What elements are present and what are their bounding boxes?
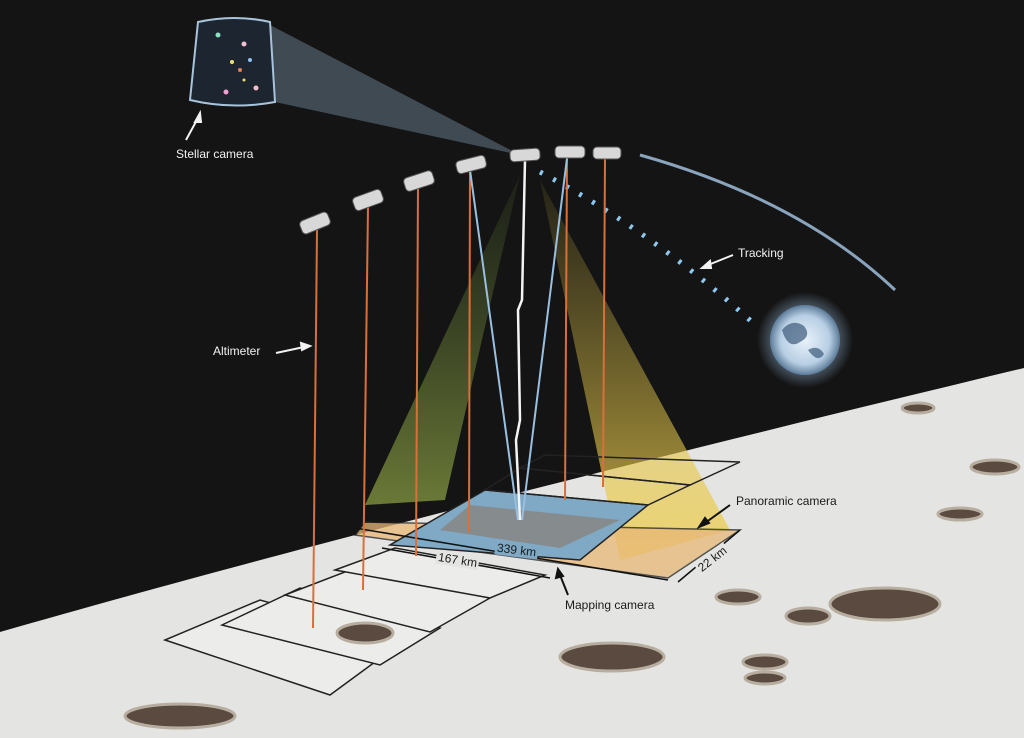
stellar-beam xyxy=(270,25,520,155)
tracking-signal xyxy=(538,169,754,324)
green-beam-left xyxy=(365,175,520,505)
star-field xyxy=(215,32,259,95)
mapping-footprint-shadow xyxy=(440,505,620,548)
mapping-camera-beams xyxy=(469,157,568,521)
altimeter-footprints xyxy=(162,547,548,696)
label-arrows-dark xyxy=(554,504,731,596)
spacecraft-positions xyxy=(299,145,622,235)
tracking-label: Tracking xyxy=(738,246,784,260)
stellar-camera-label: Stellar camera xyxy=(176,147,254,161)
mapping-camera-label: Mapping camera xyxy=(565,598,655,612)
altimeter-beams xyxy=(312,157,606,629)
craters xyxy=(123,401,1021,730)
yellow-beam-right xyxy=(540,180,730,560)
tracking-orbit-arc xyxy=(639,153,897,292)
earth-clouds xyxy=(782,322,824,359)
altimeter-label: Altimeter xyxy=(213,344,261,358)
label-arrows xyxy=(185,109,734,354)
panoramic-camera-label: Panoramic camera xyxy=(736,494,837,508)
earth xyxy=(770,305,840,375)
laser-bolt xyxy=(514,159,527,521)
